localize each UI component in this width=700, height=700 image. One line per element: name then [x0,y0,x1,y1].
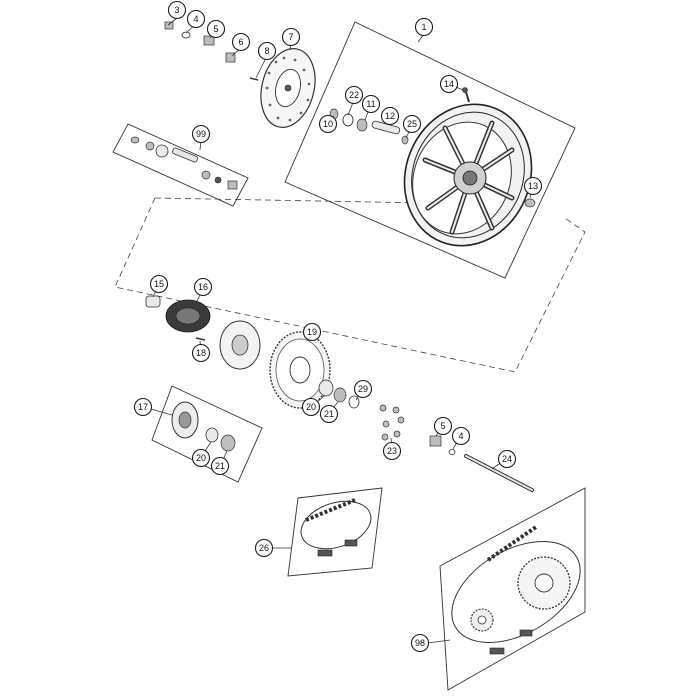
callout-16: 16 [193,277,213,297]
svg-text:29: 29 [358,384,368,394]
callout-20-lower: 20 [191,448,211,468]
callout-10: 10 [318,114,338,134]
callout-5-lower: 5 [433,416,453,436]
callout-20-upper: 20 [301,397,321,417]
rear-wheel-rim [403,103,533,247]
callout-26: 26 [254,538,274,558]
callout-6: 6 [231,32,251,52]
hub-damper-group [145,295,211,341]
svg-text:12: 12 [385,111,395,121]
callout-22: 22 [344,85,364,105]
chain-frame [287,487,383,577]
callout-29: 29 [353,379,373,399]
callout-24: 24 [497,449,517,469]
callout-13: 13 [523,176,543,196]
svg-text:11: 11 [366,99,375,109]
svg-text:16: 16 [198,282,208,292]
callout-19: 19 [302,322,322,342]
chain-kit-frame [439,487,586,691]
callout-98: 98 [410,633,430,653]
svg-text:7: 7 [288,32,293,42]
svg-text:15: 15 [154,279,164,289]
svg-text:21: 21 [215,461,225,471]
wheel-bearing [524,198,536,208]
svg-text:21: 21 [324,409,334,419]
callout-5: 5 [206,19,226,39]
svg-text:24: 24 [502,454,512,464]
rear-sprocket [269,331,331,409]
svg-text:20: 20 [306,402,316,412]
rear-axle [464,454,534,492]
svg-text:25: 25 [407,119,417,129]
axle-kit-parts [130,136,238,190]
disc-fastener-set [164,21,259,81]
hub-assembly-dashed-frame [114,197,586,373]
callout-18: 18 [191,343,211,363]
callout-8: 8 [257,41,277,61]
svg-text:1: 1 [421,22,426,32]
svg-text:98: 98 [415,638,425,648]
svg-text:14: 14 [444,79,454,89]
callout-4-lower: 4 [451,426,471,446]
svg-text:19: 19 [307,327,317,337]
svg-text:6: 6 [238,37,243,47]
wheel-assembly-frame [284,21,576,279]
svg-text:17: 17 [138,402,148,412]
callout-21-upper: 21 [319,404,339,424]
svg-text:20: 20 [196,453,206,463]
axle-kit-frame [112,123,249,207]
callout-15: 15 [149,274,169,294]
callout-14: 14 [439,74,459,94]
svg-text:23: 23 [387,446,397,456]
brake-disc [260,48,316,128]
svg-text:13: 13 [528,181,538,191]
callout-4: 4 [186,9,206,29]
callout-1: 1 [414,17,434,37]
carrier-bearings-upper [318,379,360,409]
callout-7: 7 [281,27,301,47]
svg-text:4: 4 [458,431,463,441]
svg-text:5: 5 [440,421,445,431]
callout-21-lower: 21 [210,456,230,476]
hub-group-parts [171,401,236,452]
axle-nut-washer [429,435,456,455]
chain [300,498,372,557]
sprocket-nuts [379,404,405,441]
svg-text:99: 99 [196,129,206,139]
callout-3: 3 [167,0,187,20]
svg-text:26: 26 [259,543,269,553]
hub-group-frame [151,385,263,483]
svg-text:4: 4 [193,14,198,24]
svg-text:18: 18 [196,348,206,358]
sprocket-carrier [219,320,261,370]
valve [462,87,470,103]
svg-text:8: 8 [264,46,269,56]
svg-text:5: 5 [213,24,218,34]
svg-text:3: 3 [174,5,179,15]
svg-text:22: 22 [349,90,359,100]
callout-12: 12 [380,106,400,126]
svg-text:10: 10 [323,119,333,129]
callout-25: 25 [402,114,422,134]
callout-23: 23 [382,441,402,461]
callout-17: 17 [133,397,153,417]
chain-kit [451,525,581,655]
callout-99: 99 [191,124,211,144]
callout-11: 11 [361,94,381,114]
